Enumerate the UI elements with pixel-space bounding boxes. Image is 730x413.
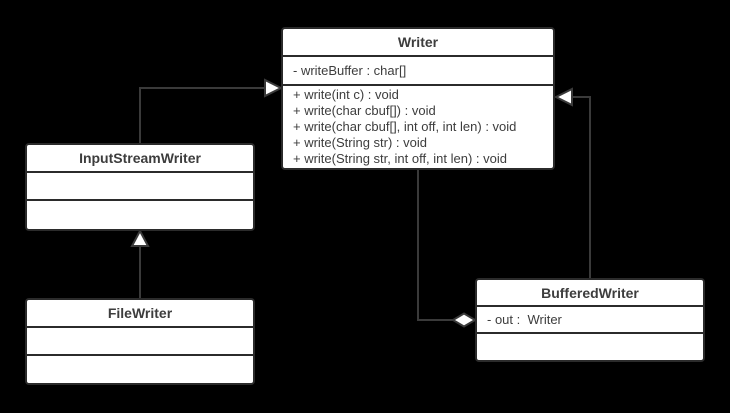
class-bufferedwriter-title: BufferedWriter (541, 284, 639, 301)
class-writer[interactable]: Writer - writeBuffer : char[] + write(in… (281, 27, 555, 170)
class-filewriter-attributes (27, 326, 253, 354)
class-filewriter[interactable]: FileWriter (25, 298, 255, 385)
class-writer-attributes: - writeBuffer : char[] (283, 55, 553, 84)
member-item: - out : Writer (487, 311, 562, 327)
aggregation-diamond (451, 312, 477, 328)
member-item: + write(int c) : void (293, 87, 399, 102)
edge-inputstreamwriter-extends-writer[interactable] (139, 78, 284, 143)
class-inputstreamwriter-attributes (27, 171, 253, 199)
class-filewriter-methods (27, 354, 253, 383)
edge-bufferedwriter-aggregates-writer[interactable] (417, 170, 477, 328)
member-item: + write(char cbuf[]) : void (293, 103, 436, 118)
class-writer-methods: + write(int c) : void+ write(char cbuf[]… (283, 84, 553, 168)
member-item: + write(String str) : void (293, 135, 428, 150)
edge-bufferedwriter-extends-writer[interactable] (553, 87, 591, 278)
class-filewriter-title: FileWriter (107, 305, 173, 321)
member-item: - writeBuffer : char[] (293, 62, 407, 78)
class-bufferedwriter-attributes: - out : Writer (477, 305, 703, 332)
generalization-arrowhead (553, 87, 573, 107)
generalization-arrowhead (130, 228, 150, 247)
class-bufferedwriter[interactable]: BufferedWriter - out : Writer (475, 278, 705, 362)
class-inputstreamwriter-methods (27, 199, 253, 229)
class-writer-title: Writer (397, 34, 439, 50)
edge-filewriter-extends-inputstreamwriter[interactable] (130, 228, 150, 298)
member-item: + write(char cbuf[], int off, int len) :… (293, 119, 517, 134)
class-inputstreamwriter-title: InputStreamWriter (79, 150, 201, 166)
class-bufferedwriter-methods (477, 332, 703, 360)
generalization-arrowhead (264, 78, 284, 98)
class-inputstreamwriter[interactable]: InputStreamWriter (25, 143, 255, 231)
member-item: + write(String str, int off, int len) : … (293, 151, 507, 166)
